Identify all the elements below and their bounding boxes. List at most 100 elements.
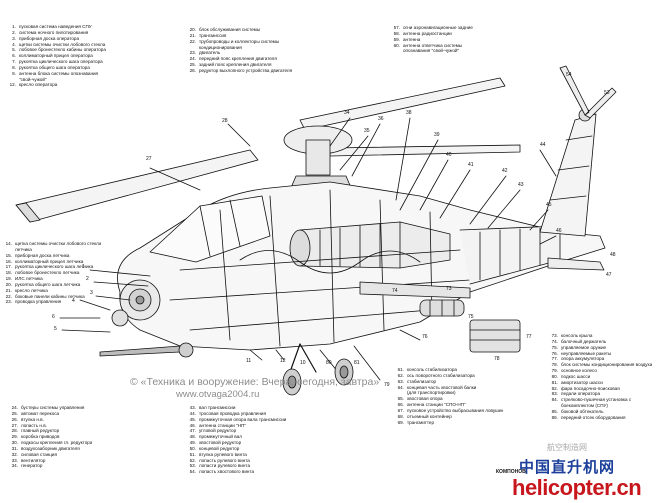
legend-number: 58. bbox=[393, 30, 400, 36]
legend-text: антенна радиостанции bbox=[403, 30, 452, 36]
legend-entry: 58.антенна радиостанции bbox=[392, 31, 473, 37]
legend-number: 34. bbox=[11, 463, 18, 469]
legend-number: 4. bbox=[12, 41, 16, 47]
legend-number: 30. bbox=[11, 440, 18, 446]
legend-entry: 84.стрелково-пушечная установка с bbox=[550, 397, 652, 403]
legend-entry: 78.блок системы кондиционирования воздух… bbox=[550, 362, 653, 368]
legend-number: 20. bbox=[5, 281, 12, 287]
legend-entry: 22.трубопроводы и коллекторы системы bbox=[188, 39, 292, 45]
wechat-label: 航空制造网 bbox=[547, 443, 587, 452]
legend-text: рукоятка циклического шага оператора bbox=[19, 59, 103, 65]
legend-number: 80. bbox=[551, 373, 558, 379]
svg-text:11: 11 bbox=[246, 358, 251, 364]
legend-entry: 2.система ночного пилотирования bbox=[8, 30, 106, 36]
legend-entry: 26.редуктор выхлопного устройства двигат… bbox=[188, 68, 292, 74]
legend-text: антенна блока системы опознавания bbox=[19, 70, 99, 76]
legend-entry: 45.промежуточная опора вала трансмиссии bbox=[188, 416, 287, 423]
legend-number: 14. bbox=[5, 241, 12, 246]
legend-entry: "свой-чужой" bbox=[8, 77, 106, 83]
legend-text: педали оператора bbox=[561, 391, 601, 397]
legend-number: 21. bbox=[189, 32, 196, 38]
legend-text: фара посадочно-поисковая bbox=[561, 385, 620, 391]
legend-text: консоль крыла bbox=[561, 333, 593, 338]
legend-number: 69. bbox=[397, 419, 404, 425]
legend-entry: кондиционирования bbox=[188, 45, 292, 51]
legend-text: вентилятор bbox=[21, 457, 46, 463]
legend-number: 67. bbox=[397, 407, 404, 413]
legend-text: генератор bbox=[21, 463, 43, 469]
legend-entry: 52.лопасть рулевого винта bbox=[188, 458, 286, 464]
legend-text: боекомплектом (СПУ) bbox=[561, 403, 608, 409]
legend-text: балочный держатель bbox=[561, 338, 607, 344]
legend-entry: 4.щетки системы очистки лобового стекла bbox=[8, 42, 106, 48]
legend-text: лопасти рулевого винта bbox=[199, 463, 251, 469]
legend-entry: 86.передний отсек оборудования bbox=[550, 415, 652, 421]
legend-entry: летчика bbox=[4, 247, 101, 253]
legend-text: ИЛС летчика bbox=[15, 276, 43, 282]
svg-text:38: 38 bbox=[406, 110, 412, 116]
legend-text: щетка системы очистки лобового стекла bbox=[15, 241, 102, 246]
legend-entry: 46.антенна станции "НП" bbox=[188, 423, 286, 429]
legend-number: 29. bbox=[11, 434, 18, 440]
legend-entry: 65.хвостовая опора bbox=[396, 396, 503, 402]
legend-number: 24. bbox=[11, 405, 18, 410]
legend-entry: боекомплектом (СПУ) bbox=[550, 403, 652, 409]
legend-entry: 43.вал трансмиссии bbox=[188, 405, 286, 411]
legend-number: 7. bbox=[12, 59, 16, 65]
legend-text: подкосы крепления гл. редуктора bbox=[21, 440, 93, 446]
legend-text: угловой редуктор bbox=[199, 428, 237, 434]
svg-text:44: 44 bbox=[540, 142, 546, 148]
legend-text: стабилизатор bbox=[407, 378, 437, 384]
legend-number: 81. bbox=[551, 379, 558, 385]
legend-number: 50. bbox=[189, 445, 196, 451]
legend-entry: 9.антенна блока системы опознавания bbox=[8, 71, 106, 77]
legend-text: амортизатор шасси bbox=[561, 379, 603, 385]
legend-entry: 77.опора аккумулятора bbox=[550, 356, 652, 362]
legend-number: 61. bbox=[397, 367, 404, 372]
legend-text: втулка рулевого винта bbox=[199, 451, 247, 457]
site-logo-english: helicopter.cn bbox=[512, 475, 642, 500]
legend-text: щетки системы очистки лобового стекла bbox=[19, 41, 106, 47]
legend-entry: 83.педали оператора bbox=[550, 391, 652, 397]
svg-text:12: 12 bbox=[280, 358, 286, 364]
legend-text: система ночного пилотирования bbox=[19, 29, 89, 35]
svg-text:2: 2 bbox=[86, 276, 89, 282]
legend-number: 43. bbox=[189, 405, 196, 410]
legend-number: 15. bbox=[5, 252, 12, 258]
legend-entry: 76.неуправляемые ракеты bbox=[550, 351, 652, 357]
legend-text: консоль стабилизатора bbox=[407, 367, 457, 372]
legend-text: антенна станции "СПО-НП" bbox=[407, 402, 466, 408]
legend-text: основное колесо bbox=[561, 368, 597, 374]
legend-number: 45. bbox=[189, 416, 196, 422]
legend-number: 63. bbox=[397, 378, 404, 384]
legend-text: рукоятка общего шага летчика bbox=[15, 281, 81, 287]
legend-number: 64. bbox=[397, 384, 404, 390]
svg-text:40: 40 bbox=[446, 152, 452, 158]
legend-entry: 21.кресло летчика bbox=[4, 288, 101, 294]
copyright-watermark: © «Техника и вооружение: Вчера, сегодня,… bbox=[130, 376, 380, 388]
svg-text:81: 81 bbox=[354, 360, 360, 366]
legend-number: 2. bbox=[12, 29, 16, 35]
legend-entry: 12.кресло оператора bbox=[8, 82, 106, 88]
legend-entry: 59.антенна bbox=[392, 37, 473, 43]
svg-text:4: 4 bbox=[72, 298, 75, 304]
legend-number: 26. bbox=[11, 416, 18, 422]
legend-entry: 3.приборная доска оператора bbox=[8, 36, 106, 42]
legend-text: рукоятка циклического шага летчика bbox=[15, 264, 94, 270]
legend-entry: опознавания "свой-чужой" bbox=[392, 48, 473, 54]
legend-text: боковой обтекатель bbox=[561, 408, 604, 414]
legend-entry: 47.угловой редуктор bbox=[188, 428, 286, 434]
legend-number: 82. bbox=[551, 385, 558, 391]
legend-number: 83. bbox=[551, 391, 558, 397]
legend-text: ось поворотного стабилизатора bbox=[407, 372, 475, 378]
legend-text: хвостовая опора bbox=[407, 396, 443, 402]
legend-text: стрелково-пушечная установка с bbox=[561, 397, 632, 403]
legend-entry: 25.задний пояс крепления двигателя bbox=[188, 62, 292, 68]
svg-text:76: 76 bbox=[422, 334, 428, 340]
legend-number: 44. bbox=[189, 410, 196, 416]
svg-text:47: 47 bbox=[606, 272, 612, 278]
legend-number: 32. bbox=[11, 451, 18, 457]
legend-number: 18. bbox=[5, 270, 12, 276]
legend-number: 47. bbox=[189, 428, 196, 434]
